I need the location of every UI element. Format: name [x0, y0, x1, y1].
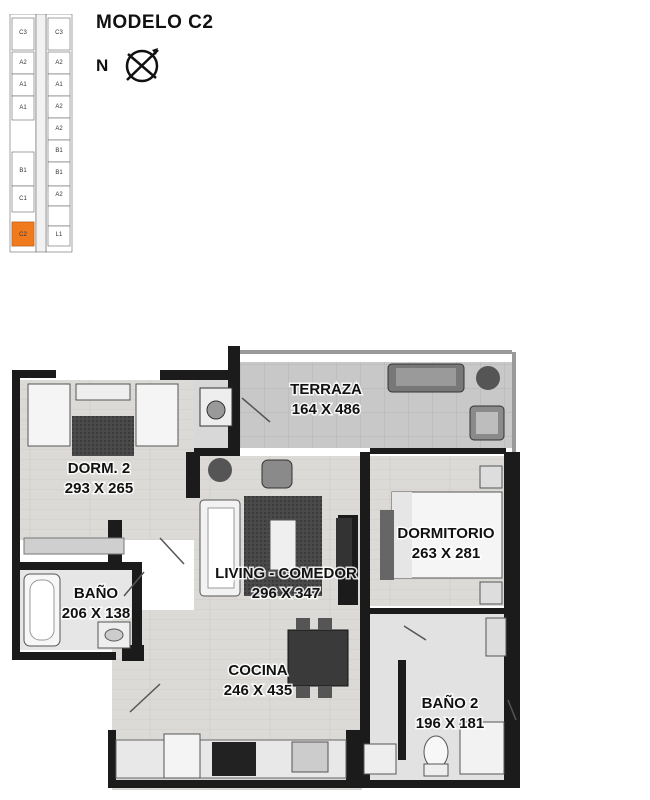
north-label: N	[96, 56, 109, 75]
doors	[123, 397, 517, 721]
key-plan-unit-label: A2	[55, 126, 63, 132]
key-plan-unit-label: A2	[19, 60, 27, 66]
room-name: BAÑO	[74, 584, 118, 602]
terrace-sofa	[387, 363, 465, 393]
kitchen-counter	[115, 733, 347, 779]
terrace-armchair	[469, 405, 505, 441]
bath2-sink	[363, 743, 397, 775]
room-name: DORMITORIO	[397, 525, 495, 542]
bath-sink	[97, 621, 131, 649]
room-dims: 246 X 435	[224, 682, 292, 699]
living-plant	[208, 458, 232, 482]
room-bedroom: DORMITORIO 263 X 281	[396, 524, 497, 564]
key-plan-unit-label: A2	[55, 192, 63, 198]
room-dims: 296 X 347	[252, 585, 320, 602]
key-plan-unit-label: A1	[19, 105, 27, 111]
bathtub	[23, 573, 61, 647]
room-dims: 293 X 265	[65, 480, 133, 497]
model-title: MODELO C2	[96, 12, 214, 33]
floor-plan: TERRAZA 164 X 486 DORM. 2 293 X 265 BAÑO…	[12, 346, 520, 790]
tv-unit	[336, 518, 352, 574]
room-dims: 263 X 281	[412, 545, 480, 562]
dining-table	[287, 618, 349, 698]
bedroom-bed	[380, 491, 503, 580]
room-bath2: BAÑO 2 196 X 181	[414, 693, 485, 734]
nightstand	[479, 581, 503, 605]
key-plan-unit-label: A2	[55, 60, 63, 66]
dorm2-beds	[27, 383, 179, 456]
key-plan-unit-label: C2	[19, 232, 27, 238]
room-kitchen: COCINA 246 X 435	[222, 661, 293, 701]
key-plan-unit-label: C3	[19, 30, 27, 36]
terrace-plant	[476, 366, 500, 390]
room-name: LIVING - COMEDOR	[215, 565, 357, 582]
room-dims: 164 X 486	[292, 401, 360, 418]
nightstand	[479, 465, 503, 489]
key-plan-unit-label: A2	[55, 104, 63, 110]
coffee-table	[269, 519, 297, 571]
terrace-floor	[240, 362, 512, 448]
key-plan-unit-label: L1	[56, 232, 63, 238]
key-plan-unit-label: C1	[19, 196, 27, 202]
shower	[459, 721, 505, 775]
room-dims: 206 X 138	[62, 605, 130, 622]
key-plan-unit-label: B1	[19, 168, 27, 174]
room-living: LIVING - COMEDOR 296 X 347	[214, 564, 359, 604]
key-plan-unit-label: B1	[55, 148, 63, 154]
room-name: BAÑO 2	[422, 694, 479, 712]
room-name: COCINA	[228, 662, 287, 679]
room-name: TERRAZA	[290, 381, 362, 398]
room-dorm2: DORM. 2 293 X 265	[63, 459, 134, 499]
compass-north-icon	[125, 48, 159, 83]
key-plan-unit-label: A1	[19, 82, 27, 88]
room-name: DORM. 2	[68, 460, 131, 477]
key-plan-unit-label: C3	[55, 30, 63, 36]
washing-machine	[199, 387, 233, 427]
bath2-shelf	[485, 617, 507, 657]
room-dims: 196 X 181	[416, 715, 484, 732]
key-plan-highlight	[11, 221, 35, 247]
living-armchair	[261, 459, 293, 489]
key-plan-unit-label: A1	[55, 82, 63, 88]
toilet	[423, 735, 449, 777]
room-bath: BAÑO 206 X 138	[60, 583, 131, 624]
living-sofa	[199, 499, 241, 597]
dorm2-closet	[23, 537, 125, 555]
key-plan-unit-label: B1	[55, 170, 63, 176]
room-terrace: TERRAZA 164 X 486	[289, 380, 364, 420]
